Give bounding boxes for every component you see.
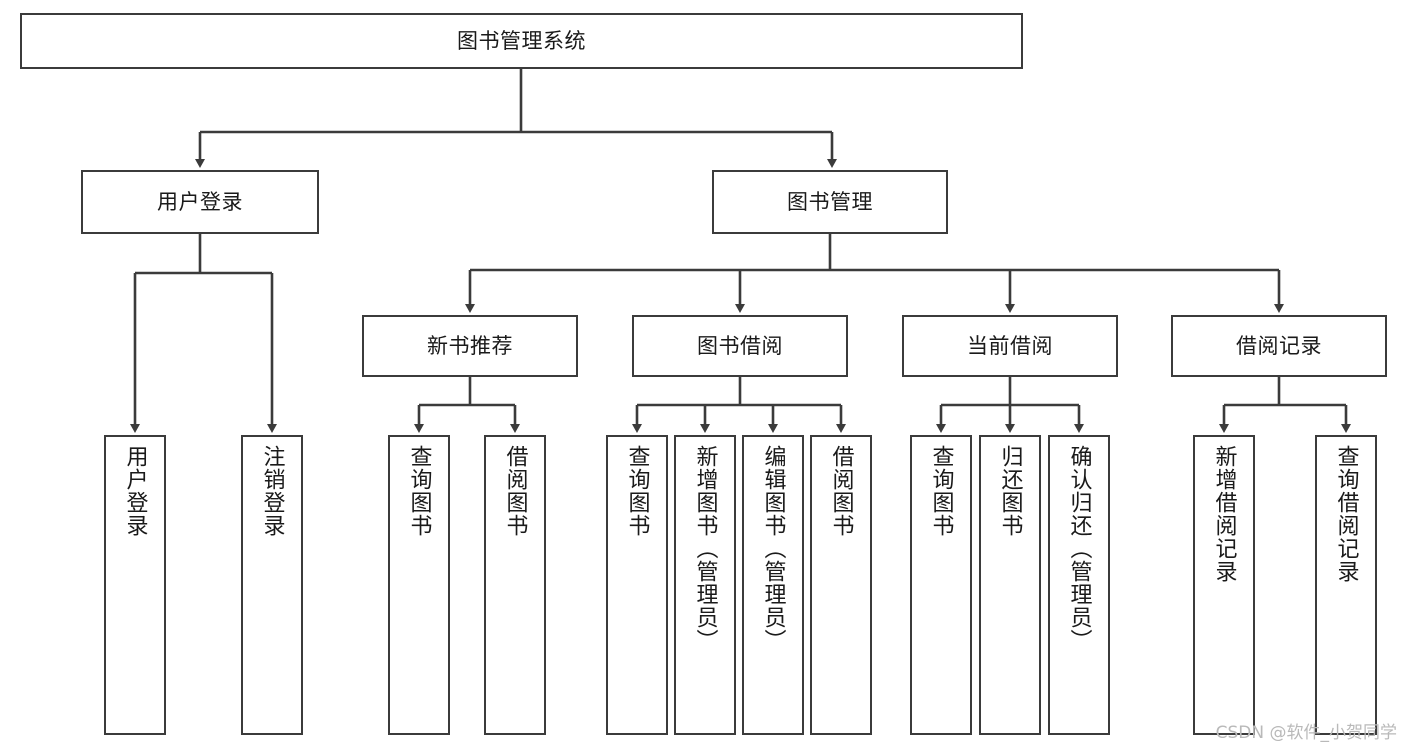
leaf-user-login-2-label: 注销登录 <box>259 445 285 537</box>
node-borrow-record[interactable]: 借阅记录 <box>1171 315 1387 377</box>
leaf-book-borrow-2-label: 新增图书（管理员） <box>692 445 718 652</box>
leaf-user-login-1-label: 用户登录 <box>122 445 148 537</box>
node-current-borrow-label: 当前借阅 <box>967 333 1053 358</box>
leaf-current-borrow-1[interactable]: 查询图书 <box>910 435 972 735</box>
leaf-book-borrow-3[interactable]: 编辑图书（管理员） <box>742 435 804 735</box>
node-book-management-label: 图书管理 <box>787 189 873 214</box>
leaf-book-borrow-2[interactable]: 新增图书（管理员） <box>674 435 736 735</box>
node-current-borrow[interactable]: 当前借阅 <box>902 315 1118 377</box>
leaf-book-borrow-4-label: 借阅图书 <box>828 445 854 537</box>
node-user-login[interactable]: 用户登录 <box>81 170 319 234</box>
leaf-book-borrow-3-label: 编辑图书（管理员） <box>760 445 786 652</box>
leaf-borrow-record-2[interactable]: 查询借阅记录 <box>1315 435 1377 735</box>
node-root[interactable]: 图书管理系统 <box>20 13 1023 69</box>
node-new-book-recommend-label: 新书推荐 <box>427 333 513 358</box>
node-user-login-label: 用户登录 <box>157 189 243 214</box>
leaf-new-book-1[interactable]: 查询图书 <box>388 435 450 735</box>
leaf-current-borrow-3[interactable]: 确认归还（管理员） <box>1048 435 1110 735</box>
leaf-book-borrow-1-label: 查询图书 <box>624 445 650 537</box>
leaf-borrow-record-1[interactable]: 新增借阅记录 <box>1193 435 1255 735</box>
node-book-management[interactable]: 图书管理 <box>712 170 948 234</box>
node-book-borrow[interactable]: 图书借阅 <box>632 315 848 377</box>
leaf-user-login-1[interactable]: 用户登录 <box>104 435 166 735</box>
leaf-current-borrow-2-label: 归还图书 <box>997 445 1023 537</box>
leaf-book-borrow-1[interactable]: 查询图书 <box>606 435 668 735</box>
leaf-current-borrow-3-label: 确认归还（管理员） <box>1066 445 1092 652</box>
leaf-borrow-record-2-label: 查询借阅记录 <box>1333 445 1359 583</box>
leaf-current-borrow-1-label: 查询图书 <box>928 445 954 537</box>
leaf-current-borrow-2[interactable]: 归还图书 <box>979 435 1041 735</box>
node-book-borrow-label: 图书借阅 <box>697 333 783 358</box>
node-borrow-record-label: 借阅记录 <box>1236 333 1322 358</box>
leaf-new-book-1-label: 查询图书 <box>406 445 432 537</box>
leaf-new-book-2[interactable]: 借阅图书 <box>484 435 546 735</box>
leaf-new-book-2-label: 借阅图书 <box>502 445 528 537</box>
node-new-book-recommend[interactable]: 新书推荐 <box>362 315 578 377</box>
leaf-borrow-record-1-label: 新增借阅记录 <box>1211 445 1237 583</box>
leaf-user-login-2[interactable]: 注销登录 <box>241 435 303 735</box>
leaf-book-borrow-4[interactable]: 借阅图书 <box>810 435 872 735</box>
node-root-label: 图书管理系统 <box>457 28 586 53</box>
